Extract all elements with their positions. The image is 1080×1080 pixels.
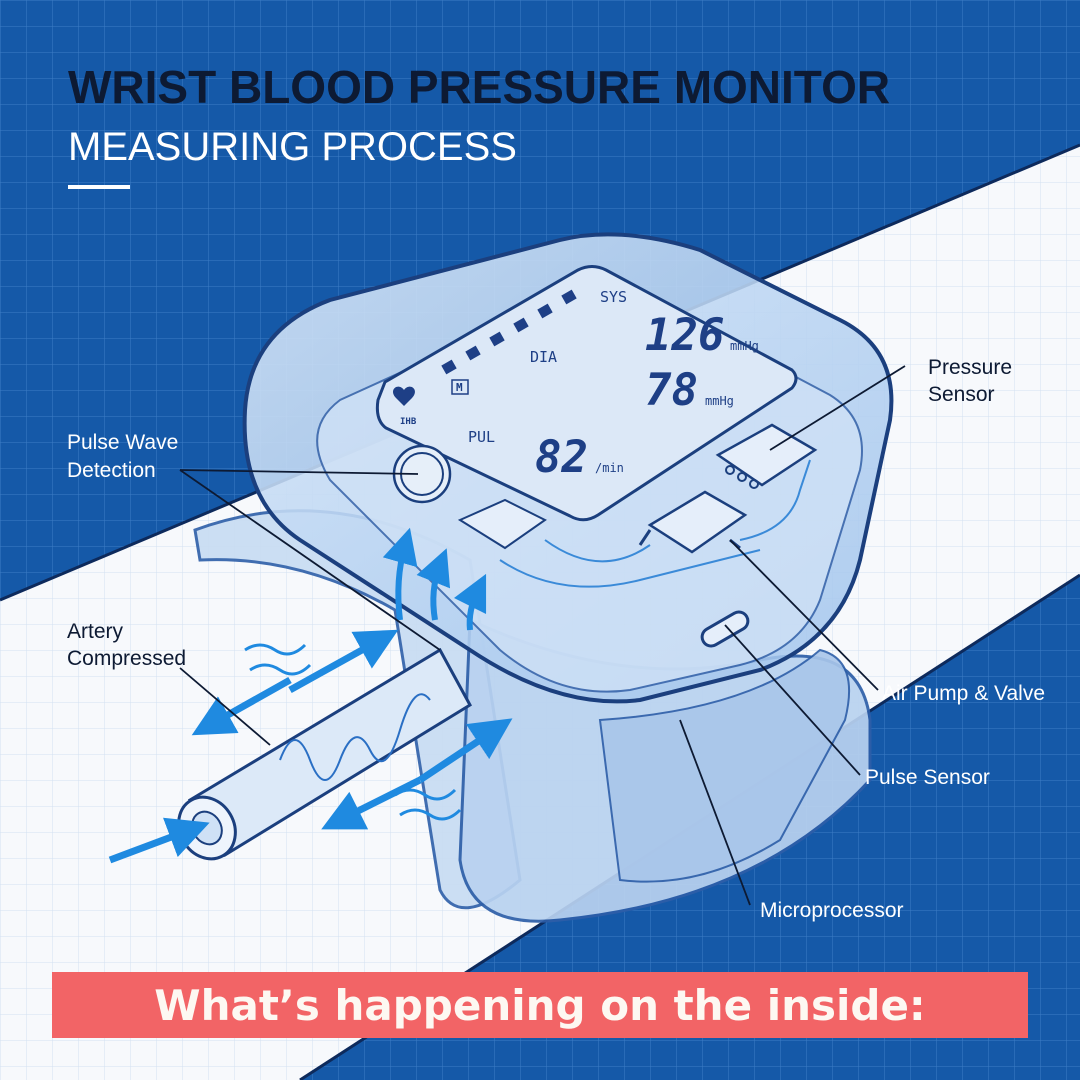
label-air-pump-valve: Air Pump & Valve [882, 682, 1045, 705]
flow-arrows [108, 629, 513, 864]
pul-value: 82 [535, 432, 588, 483]
pulse-sensor-slot [700, 610, 750, 648]
label-pressure-sensor-line1: Pressure [928, 356, 1012, 379]
dia-value: 78 [645, 365, 698, 416]
label-artery-line2: Compressed [67, 647, 186, 670]
label-microprocessor: Microprocessor [760, 899, 904, 922]
sys-label: SYS [600, 288, 627, 306]
dia-label: DIA [530, 348, 557, 366]
label-artery-line1: Artery [67, 620, 124, 643]
memory-badge: M [456, 381, 463, 394]
pulse-unit: /min [595, 461, 624, 475]
vibration-waves [244, 643, 462, 821]
leader-lines [179, 365, 906, 906]
label-pulse-sensor: Pulse Sensor [865, 766, 990, 789]
pressure-sensor-chip [715, 423, 818, 489]
irregular-heartbeat-badge: IHB [400, 417, 417, 427]
page-subtitle: MEASURING PROCESS [68, 125, 517, 169]
pul-label: PUL [468, 428, 495, 446]
caption-banner [52, 972, 1028, 1038]
caption-text: What’s happening on the inside: [154, 981, 925, 1030]
sys-unit: mmHg [730, 339, 759, 353]
label-pressure-sensor-line2: Sensor [928, 383, 995, 406]
page-title: WRIST BLOOD PRESSURE MONITOR [68, 61, 890, 113]
microprocessor-chip [457, 498, 547, 550]
pressure-level-bars [441, 289, 577, 375]
memory-badge-box [451, 379, 469, 395]
pressure-wave-arrows [382, 527, 487, 631]
label-pulse-wave-line2: Detection [67, 459, 156, 482]
label-pulse-wave-line1: Pulse Wave [67, 431, 178, 454]
title-underline [68, 185, 130, 189]
heart-icon [393, 386, 415, 406]
dia-unit: mmHg [705, 394, 734, 408]
lcd-display: SYS DIA PUL 126 78 82 mmHg mmHg /min M I… [375, 265, 798, 522]
sys-value: 126 [645, 310, 724, 361]
circuit-traces [499, 459, 811, 588]
